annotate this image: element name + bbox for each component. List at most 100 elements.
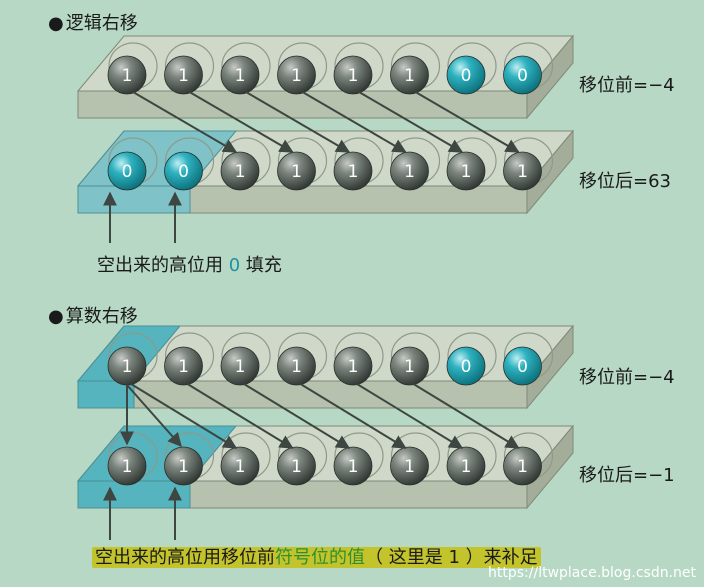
arithmetic-fill-note: 空出来的高位用移位前符号位的值（ 这里是 1 ）来补足 (92, 543, 541, 569)
logical-after-bit-label: 0 (122, 162, 133, 182)
logical-before-bit-label: 1 (235, 66, 246, 86)
logical-after-label: 移位后=63 (579, 171, 671, 192)
arithmetic-shift-arrow (412, 383, 520, 449)
logical-after-bit-ball (446, 151, 486, 191)
logical-before-bit-label: 1 (348, 66, 359, 86)
logical-shift-arrow (132, 91, 238, 153)
arithmetic-before-bit-label: 1 (404, 357, 415, 377)
logical-fill-note: 空出来的高位用 0 填充 (97, 251, 282, 277)
logical-before-bit-label: 1 (178, 66, 189, 86)
arithmetic-before-bit-label: 1 (178, 357, 189, 377)
logical-after-bit-ball (220, 151, 260, 191)
logical-before-bit-label: 1 (122, 66, 133, 86)
note-suffix: 填充 (240, 255, 282, 276)
logical-after-bit-ball (107, 151, 147, 191)
arithmetic-shift-arrow (186, 383, 294, 449)
logical-before-bit-ball (446, 55, 486, 95)
arithmetic-before-bit-ball (333, 346, 373, 386)
logical-before-bit-ball (390, 55, 429, 95)
arithmetic-before-bit-label: 0 (517, 357, 528, 377)
logical-before-bit-ball (503, 55, 542, 95)
arithmetic-before-bit-label: 1 (235, 357, 246, 377)
logical-after-teal-front (77, 185, 191, 214)
logical-after-bit-ball (164, 151, 203, 191)
arithmetic-after-bit-label: 1 (235, 457, 246, 477)
arithmetic-before-bit-label: 0 (461, 357, 472, 377)
arithmetic-shift-arrow (130, 383, 238, 449)
arithmetic-after-bit-ball (277, 446, 316, 486)
note-highlight: 空出来的高位用移位前符号位的值（ 这里是 1 ）来补足 (92, 547, 541, 568)
arithmetic-before-bit-label: 1 (291, 357, 302, 377)
logical-shift-arrow (301, 91, 407, 153)
arithmetic-after-bit-ball (107, 446, 147, 486)
arithmetic-after-bit-ball (390, 446, 429, 486)
arithmetic-shift-heading: 算数右移 (48, 302, 138, 328)
logical-after-bit-label: 1 (348, 162, 359, 182)
arithmetic-before-bit-ball (390, 346, 429, 386)
arithmetic-after-bit-label: 1 (291, 457, 302, 477)
bit-balls: 1 1 1 1 1 1 0 0 0 0 1 1 1 1 1 1 1 1 1 1 1 1 0 0 1 1 1 1 1 1 1 1 (107, 55, 542, 486)
logical-before-bit-label: 0 (461, 66, 472, 86)
logical-before-bit-ball (107, 55, 147, 95)
arithmetic-after-teal-front (77, 480, 191, 509)
logical-before-bit-ball (277, 55, 316, 95)
logical-before-tray-front (77, 90, 528, 119)
logical-after-bit-label: 1 (235, 162, 246, 182)
arithmetic-after-bit-ball (333, 446, 373, 486)
arithmetic-before-teal-front (77, 380, 135, 409)
arithmetic-before-bit-label: 1 (348, 357, 359, 377)
arithmetic-before-bit-ball (277, 346, 316, 386)
note-prefix: 空出来的高位用移位前 (95, 547, 275, 568)
logical-after-bit-label: 1 (404, 162, 415, 182)
arithmetic-shift-arrow (299, 383, 407, 449)
logical-before-tray-top (76, 35, 575, 92)
arithmetic-after-bit-label: 1 (517, 457, 528, 477)
note-zero: 0 (228, 255, 241, 276)
logical-before-bit-ball (333, 55, 373, 95)
arithmetic-after-bit-label: 1 (348, 457, 359, 477)
arithmetic-after-bit-ball (164, 446, 203, 486)
logical-before-bit-label: 0 (517, 66, 528, 86)
logical-after-bit-label: 0 (178, 162, 189, 182)
logical-after-bit-ball (390, 151, 429, 191)
logical-shift-heading: 逻辑右移 (48, 9, 138, 35)
arithmetic-before-bit-ball (503, 346, 542, 386)
note-suffix: （ 这里是 1 ）来补足 (365, 547, 538, 568)
note-prefix: 空出来的高位用 (97, 255, 229, 276)
logical-after-bit-ball (503, 151, 542, 191)
arithmetic-sign-arrow (126, 384, 182, 448)
arithmetic-after-bit-ball (220, 446, 260, 486)
logical-after-bit-ball (333, 151, 373, 191)
shift-arrows (103, 91, 520, 540)
arithmetic-after-bit-ball (503, 446, 542, 486)
arithmetic-after-bit-label: 1 (404, 457, 415, 477)
arithmetic-after-bit-ball (446, 446, 486, 486)
logical-before-bit-label: 1 (404, 66, 415, 86)
logical-shift-arrow (414, 91, 520, 153)
arithmetic-after-bit-label: 1 (122, 457, 133, 477)
note-sign-bit: 符号位的值 (275, 547, 365, 568)
arithmetic-before-bit-label: 1 (122, 357, 133, 377)
logical-after-bit-ball (277, 151, 316, 191)
logical-after-bit-label: 1 (461, 162, 472, 182)
watermark: https://ltwplace.blog.csdn.net (488, 565, 696, 581)
arithmetic-before-label: 移位前=−4 (579, 367, 675, 388)
logical-before-bit-label: 1 (291, 66, 302, 86)
arithmetic-shift-arrow (243, 383, 351, 449)
logical-shift-arrow (358, 91, 464, 153)
arithmetic-after-label: 移位后=−1 (579, 465, 675, 486)
arithmetic-after-bit-label: 1 (461, 457, 472, 477)
logical-shift-arrow (245, 91, 351, 153)
logical-after-bit-label: 1 (517, 162, 528, 182)
arithmetic-before-bit-ball (220, 346, 260, 386)
arithmetic-after-bit-label: 1 (178, 457, 189, 477)
arithmetic-before-bit-ball (446, 346, 486, 386)
arithmetic-shift-arrow (356, 383, 464, 449)
logical-before-bit-ball (220, 55, 260, 95)
logical-before-label: 移位前=−4 (579, 75, 675, 96)
arithmetic-before-bit-ball (164, 346, 203, 386)
logical-after-bit-label: 1 (291, 162, 302, 182)
logical-shift-arrow (188, 91, 294, 153)
logical-before-bit-ball (164, 55, 203, 95)
